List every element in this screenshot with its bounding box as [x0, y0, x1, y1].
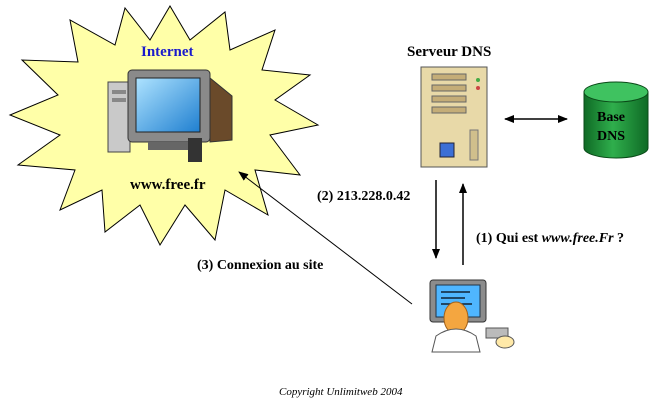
dns-server-label: Serveur DNS: [407, 44, 492, 60]
step3-label: (3) Connexion au site: [197, 258, 324, 273]
step1-label: (1) Qui est www.free.Fr ?: [476, 231, 624, 247]
step1-domain: www.free.Fr: [541, 231, 614, 246]
internet-label: Internet: [141, 44, 194, 60]
step1-suffix: ?: [613, 231, 625, 246]
database-label-line2: DNS: [597, 129, 626, 144]
step2-label: (2) 213.228.0.42: [317, 189, 411, 204]
database-icon: [583, 81, 649, 159]
server-tower-icon: [420, 66, 488, 168]
database-label-line1: Base: [597, 110, 625, 125]
arrow-connection: [238, 171, 413, 305]
internet-host-label: www.free.fr: [130, 177, 206, 193]
user-at-computer-icon: [429, 279, 515, 353]
step1-prefix: (1) Qui est: [476, 231, 542, 246]
computer-icon: [107, 69, 233, 162]
copyright-text: Copyright Unlimitweb 2004: [279, 386, 403, 398]
